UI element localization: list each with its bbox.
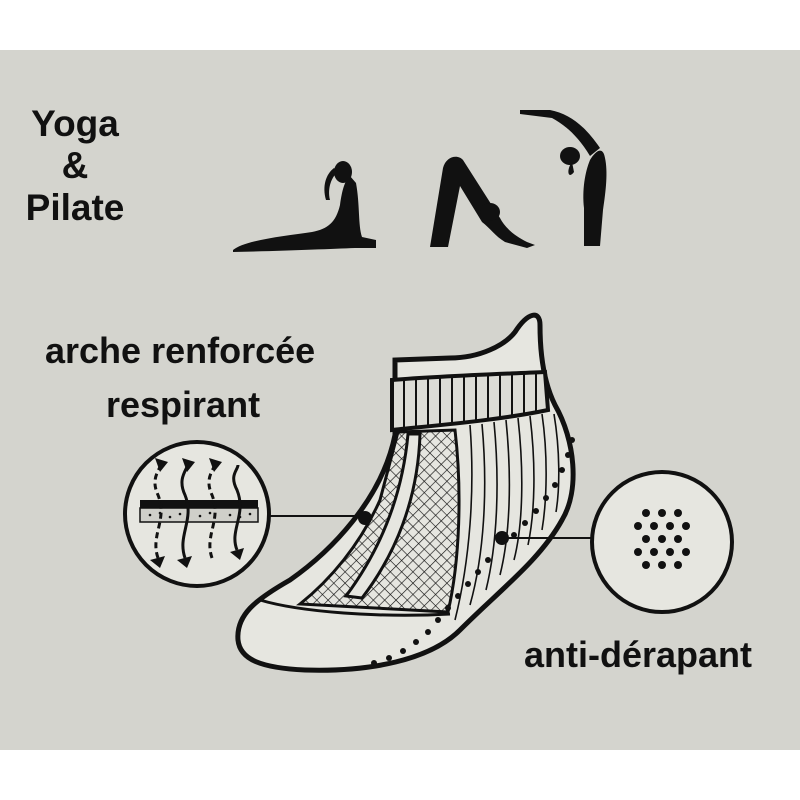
title-pilate: Pilate <box>25 187 125 228</box>
feature-arch-label: arche renforcée <box>45 330 316 371</box>
breathable-marker <box>358 511 372 525</box>
sole-grip-dots <box>371 437 575 666</box>
arch-stripe <box>343 432 422 600</box>
downward-dog-pose-icon <box>430 156 535 248</box>
mesh-panel <box>295 428 461 614</box>
title-ampersand: & <box>61 145 89 186</box>
sock-illustration <box>235 312 576 673</box>
airflow-arrows-icon <box>123 440 271 588</box>
title-yoga: Yoga <box>31 103 119 144</box>
cobra-pose-icon <box>233 161 376 252</box>
sole-line <box>259 598 451 617</box>
sock-cuff <box>390 369 551 433</box>
dot-grip-icon <box>590 470 734 614</box>
grip-marker <box>495 531 509 545</box>
standing-backbend-pose-icon <box>520 110 607 246</box>
feature-grip-label: anti-dérapant <box>524 634 753 675</box>
cuff-ribs <box>403 373 537 429</box>
activity-title: Yoga & Pilate <box>14 105 136 231</box>
feature-breathable-label: respirant <box>106 384 261 425</box>
